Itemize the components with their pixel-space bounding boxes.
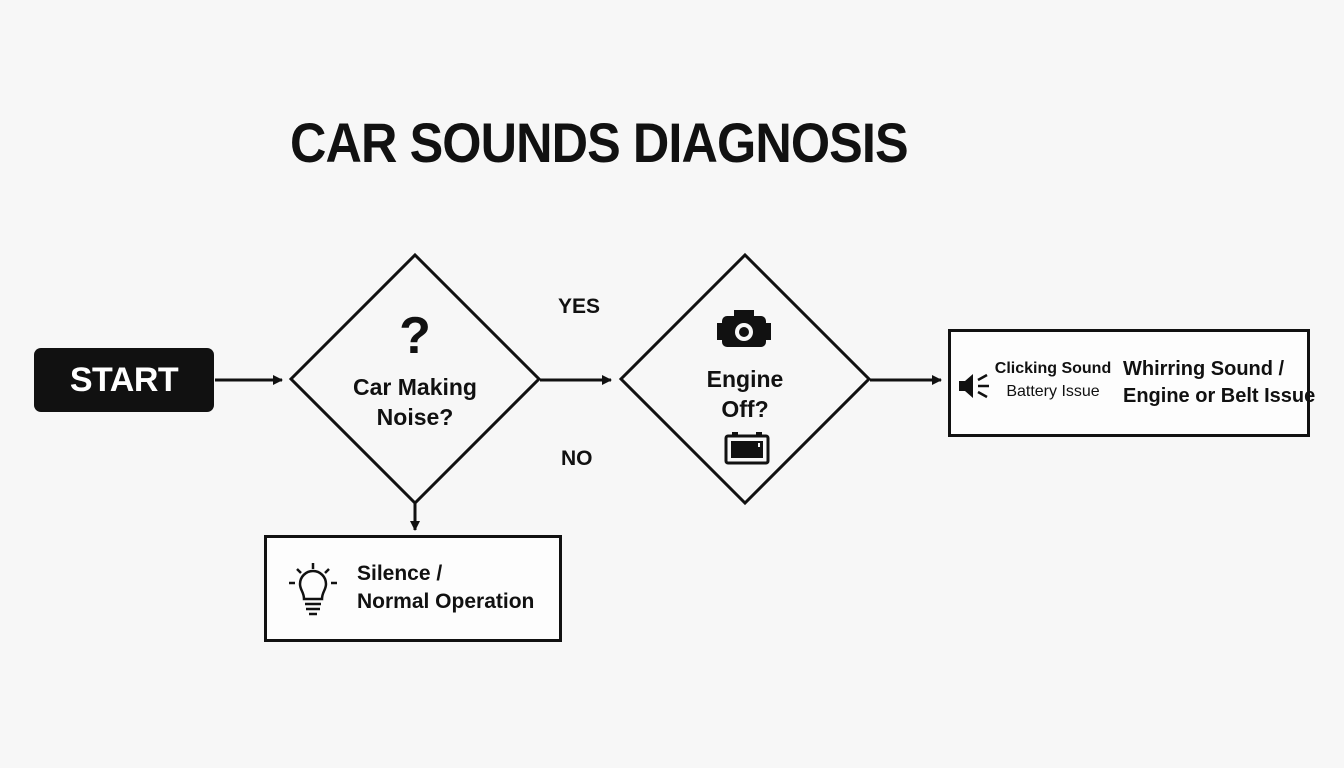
no-branch-label: NO [561,447,593,470]
decision-diamond-engine-off [618,252,872,506]
lightbulb-icon [289,563,337,616]
start-node[interactable]: START [34,348,214,412]
decision-engine-off-line2: Off? [721,396,769,422]
clicking-sound-label: Clicking Sound [994,360,1112,377]
result-box-sounds [948,329,1310,437]
battery-issue-label: Battery Issue [1006,383,1100,400]
page-title: CAR SOUNDS DIAGNOSIS [290,111,909,174]
battery-icon [724,432,770,465]
question-mark-icon: ? [399,307,431,365]
decision-noise-line1: Car Making [353,374,477,400]
decision-noise-text: Car Making Noise? [320,372,510,432]
result-box-silence [264,535,562,642]
decision-engine-off-text: Engine Off? [665,364,825,424]
decision-engine-off-line1: Engine [706,366,784,392]
silence-label: Silence / [357,562,443,585]
speaker-icon [959,373,989,399]
normal-operation-label: Normal Operation [357,590,535,613]
engine-belt-issue-label: Engine or Belt Issue [1123,385,1316,407]
decision-noise-line2: Noise? [376,404,454,430]
whirring-sound-label: Whirring Sound / [1123,358,1285,380]
yes-branch-label: YES [558,295,601,318]
engine-icon [717,310,771,347]
